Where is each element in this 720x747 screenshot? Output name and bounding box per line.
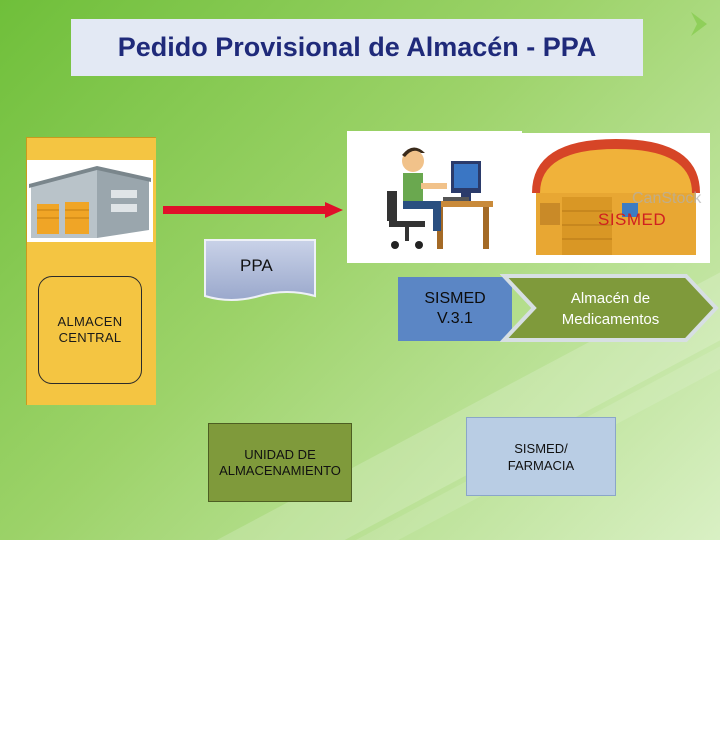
person-at-computer-icon xyxy=(347,131,522,263)
red-arrow xyxy=(163,202,343,218)
unidad-almacenamiento-box: UNIDAD DE ALMACENAMIENTO xyxy=(208,423,352,502)
warehouse-icon xyxy=(27,160,153,242)
almacen-central-box: ALMACEN CENTRAL xyxy=(38,276,142,384)
page-title: Pedido Provisional de Almacén - PPA xyxy=(118,32,597,63)
sismed-farmacia-label: SISMED/ FARMACIA xyxy=(508,440,574,474)
chevron-right-icon xyxy=(687,10,715,38)
sismed-version-label: SISMED V.3.1 xyxy=(424,289,485,329)
sismed-logo-text: SISMED xyxy=(598,210,698,230)
store-building-icon: CanStock xyxy=(522,133,710,263)
sismed-version-box: SISMED V.3.1 xyxy=(398,277,512,341)
svg-text:CanStock: CanStock xyxy=(632,190,702,207)
almacen-central-label: ALMACEN CENTRAL xyxy=(58,314,123,346)
unidad-almacenamiento-label: UNIDAD DE ALMACENAMIENTO xyxy=(219,447,341,479)
ppa-label: PPA xyxy=(240,256,273,276)
almacen-medicamentos-label: Almacén de Medicamentos xyxy=(528,288,693,330)
title-box: Pedido Provisional de Almacén - PPA xyxy=(71,19,643,76)
sismed-farmacia-box: SISMED/ FARMACIA xyxy=(466,417,616,496)
